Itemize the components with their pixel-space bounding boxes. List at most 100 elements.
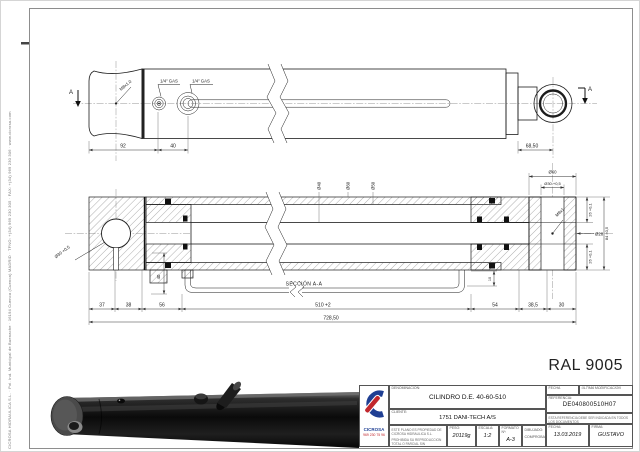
break-line	[264, 191, 275, 276]
seal	[183, 215, 188, 222]
reference-label: REFERENCIA:	[548, 396, 573, 400]
pipe-elbow	[181, 269, 194, 279]
weight-value: 20119g	[452, 432, 471, 439]
break-line	[266, 63, 277, 144]
tube-wall-bottom	[145, 262, 502, 271]
dim-26-top-label: 26 +0,1	[588, 203, 593, 217]
seal	[504, 244, 509, 250]
checked-label: COMPROBADO:	[524, 434, 546, 439]
ext-10	[467, 270, 497, 287]
break-line	[277, 191, 288, 276]
render-port-glint	[118, 399, 121, 402]
dia-bore-label: Ø50	[371, 181, 376, 190]
signature-value: GUSTAVO	[597, 431, 625, 438]
render-highlight-top	[65, 392, 359, 402]
scale-value: 1:2	[483, 432, 492, 439]
seal	[183, 243, 188, 250]
pipe-inner	[190, 270, 460, 289]
company-logo	[364, 390, 384, 418]
pipe-outer	[184, 270, 465, 293]
scale-cell: ESCALA: 1:2	[476, 425, 499, 447]
header-fecha-label: FECHA	[548, 386, 561, 390]
logo-cylinder-bar	[364, 394, 381, 414]
weight-label: PESO:	[449, 426, 461, 430]
clevis-outline	[88, 68, 143, 140]
seal	[489, 198, 495, 204]
section-arrowhead-left	[75, 101, 81, 107]
frame-centering-mark	[21, 42, 29, 45]
section-arrow-right	[578, 87, 586, 98]
break-line	[279, 63, 290, 144]
render-weld-ridge	[98, 398, 102, 435]
grease-passage	[113, 247, 119, 271]
port1-label: 1/4" GAS	[160, 79, 178, 84]
ral-color-label: RAL 9005	[548, 357, 623, 374]
weight-cell: PESO: 20119g	[447, 425, 476, 447]
format-value: A-3	[506, 436, 515, 443]
title-block: CICROSA 969 230 75 96 DENOMINACION: CILI…	[359, 385, 633, 447]
eye-bore-lines	[529, 222, 576, 245]
break-gap	[265, 192, 287, 275]
fine-print-line: PROHIBIDA SU REPRODUCCION TOTAL O PARCIA…	[391, 438, 442, 447]
dia-leaders	[318, 192, 374, 222]
dim-o28-label: Ø28	[595, 231, 604, 236]
rod-neck	[517, 86, 538, 121]
dim-54-label: 54	[492, 303, 498, 309]
dim-56-label: 56	[159, 303, 165, 309]
reference-cell: REFERENCIA: DE040800510H07	[546, 395, 633, 413]
render-clevis-hole	[69, 422, 79, 430]
port1-leader	[157, 84, 180, 97]
seal	[504, 216, 509, 222]
port2-leader	[189, 84, 213, 94]
section-arrowhead-right	[582, 98, 588, 104]
eye-bore	[543, 93, 563, 114]
port-large	[176, 92, 200, 115]
sheet-frame	[29, 8, 633, 449]
piston-rod	[190, 222, 530, 245]
dim-10-label: 10	[488, 277, 492, 281]
dim-385-label: 38,5	[528, 303, 538, 309]
company-logo-cell: CICROSA 969 230 75 96	[359, 385, 389, 447]
denomination-label: DENOMINACION:	[391, 386, 421, 390]
eye-outer	[533, 84, 573, 123]
ext-bottom	[88, 270, 577, 325]
render-fitting-angled-cap	[232, 381, 242, 391]
signature-cell: FIRMA: GUSTAVO	[589, 424, 633, 447]
signature-label: FIRMA:	[591, 425, 604, 429]
ext-eye-top	[528, 173, 577, 195]
pin-bore-left-label: Ø30 +0,5	[53, 244, 71, 259]
seal	[489, 263, 495, 269]
header-fecha-cell: FECHA	[546, 385, 579, 395]
dia-rod-label: Ø40	[317, 181, 322, 190]
dim-40v-label: 40	[156, 274, 161, 279]
sheet-margin-company-note: CICROSA HIDRAULICA S.L. · Pol. Ind. Muni…	[7, 111, 12, 449]
client-value: 1751 DANI-TECH A/S	[439, 414, 496, 421]
eye-ring	[538, 89, 568, 118]
grease-leader	[552, 219, 564, 234]
client-cell: CLIENTE: 1751 DANI-TECH A/S	[389, 409, 546, 425]
section-arrow-label-left: A	[69, 90, 73, 96]
thread-leader	[115, 86, 132, 104]
seal	[477, 216, 482, 222]
section-arrow-label-right: A	[588, 87, 592, 93]
date-value: 13.03.2019	[553, 431, 582, 438]
section-view-label: SECCIÓN A-A	[286, 281, 323, 288]
dim-26-bot-label: 26 +0,1	[588, 250, 593, 264]
seal	[165, 262, 171, 268]
seal	[477, 244, 482, 250]
dim-84-label: 84 ±0,5	[604, 226, 609, 240]
break-gap	[267, 64, 289, 143]
denomination-value: CILINDRO D.E. 40-60-510	[429, 393, 506, 401]
date-cell: FECHA: 13.03.2019	[546, 424, 589, 447]
dim-total-label: 728,50	[323, 316, 339, 322]
dim-6850-label: 68,50	[526, 144, 539, 150]
thread-label: M8x1.0	[118, 78, 132, 91]
fine-print-line: ESTA REFERENCIA DEBE SER INDICADA EN TOD…	[548, 416, 629, 424]
last-modified-label: ULTIMA MODIFICACION	[581, 386, 621, 390]
seal	[165, 198, 171, 204]
date-label: FECHA:	[548, 425, 562, 429]
dim-30-label: 30	[559, 303, 565, 309]
eye-block-wall-left	[528, 196, 542, 271]
